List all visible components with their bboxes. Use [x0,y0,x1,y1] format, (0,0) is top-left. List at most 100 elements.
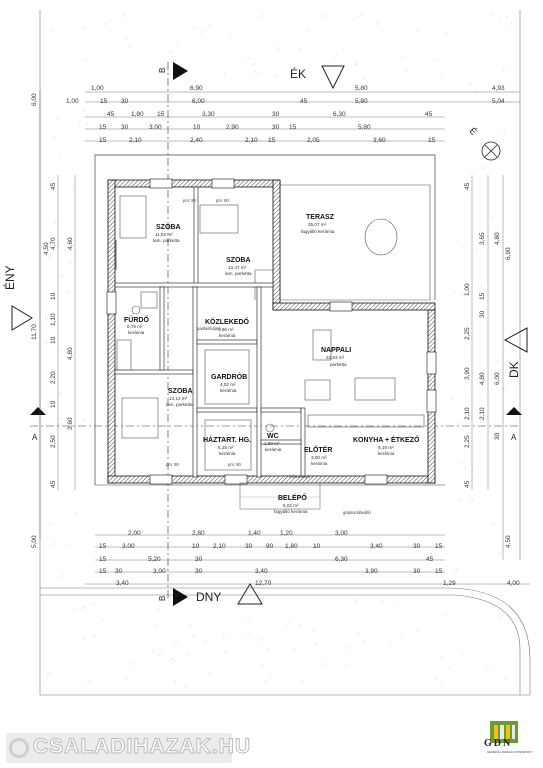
room-label-szoba-1: SZOBA 11,82 m² lam. parketta [153,224,181,243]
svg-text:WC: WC [267,433,279,440]
svg-text:4,80: 4,80 [67,347,74,360]
svg-text:1,80: 1,80 [285,543,298,550]
svg-text:fagyálló kerámia: fagyálló kerámia [301,229,335,234]
svg-text:15: 15 [268,137,276,144]
svg-text:6,76 m²: 6,76 m² [127,324,143,329]
dimension-lines-left [39,90,76,540]
svg-text:kerámia: kerámia [311,461,328,466]
svg-text:3,40: 3,40 [255,568,268,575]
svg-text:2,10: 2,10 [213,543,226,550]
room-label-haztart: HÁZTART. HG. 5,25 m² kerámia [203,435,251,456]
svg-text:2,10: 2,10 [245,137,258,144]
dimension-labels-right: 6,90 4,50 3,65 4,80 4,80 6,00 2,25 3,90 … [464,182,512,548]
svg-text:kerámia: kerámia [265,447,282,452]
svg-text:13,47 m²: 13,47 m² [228,265,247,270]
svg-text:45: 45 [50,480,57,488]
svg-text:5,20: 5,20 [148,556,161,563]
svg-text:15: 15 [99,124,107,131]
svg-text:5,00: 5,00 [31,535,38,548]
svg-text:kerámia: kerámia [219,333,236,338]
svg-text:15: 15 [99,137,107,144]
svg-text:3,40: 3,40 [370,543,383,550]
svg-text:5,80: 5,80 [355,85,368,92]
svg-text:pm: 90: pm: 90 [216,198,229,203]
svg-text:3,00: 3,00 [153,568,166,575]
svg-text:5,02 m²: 5,02 m² [283,503,299,508]
svg-text:lam. parketta: lam. parketta [153,238,180,243]
svg-text:30: 30 [494,432,501,440]
svg-text:2,10: 2,10 [464,407,471,420]
room-label-furdo: FÜRDŐ 6,76 m² kerámia [124,315,149,335]
windows [106,178,437,485]
svg-text:2,05: 2,05 [307,137,320,144]
svg-text:30: 30 [272,124,280,131]
svg-text:10: 10 [50,400,57,408]
svg-text:15: 15 [289,124,297,131]
dimension-labels-bottom: 2,00 2,80 1,40 1,20 3,00 15 3,00 10 2,10… [99,530,520,587]
svg-text:4,50: 4,50 [43,242,50,255]
entrance [239,482,321,510]
svg-text:3,00: 3,00 [149,124,162,131]
svg-text:HÁZTART. HG.: HÁZTART. HG. [203,435,251,444]
compass-west-marker: ÉNY [2,265,33,331]
dimension-labels-top: 1,00 6,90 5,80 4,93 1,00 15 30 6,00 45 5… [66,85,505,144]
section-b-bottom: B [158,588,188,606]
svg-text:4,50: 4,50 [505,535,512,548]
svg-text:kerámia: kerámia [219,451,236,456]
svg-text:6,30: 6,30 [335,556,348,563]
svg-text:lam. parketta: lam. parketta [225,271,252,276]
roof-outline [94,154,445,486]
dimension-lines-bottom [85,534,530,585]
svg-text:30: 30 [195,556,203,563]
svg-text:11,70: 11,70 [31,324,38,340]
svg-text:2,10: 2,10 [129,137,142,144]
svg-text:30: 30 [121,98,129,105]
svg-text:6,00: 6,00 [31,93,38,106]
svg-text:6,30: 6,30 [333,111,346,118]
room-label-kozlekedo: KÖZLEKEDŐ 3,96 m² kerámia [205,317,250,338]
svg-text:30: 30 [195,568,203,575]
site-logo-icon [9,738,29,758]
svg-text:DNY: DNY [196,590,221,604]
svg-text:A: A [511,433,517,442]
svg-text:11,82 m²: 11,82 m² [155,232,173,237]
svg-text:30: 30 [121,124,129,131]
svg-text:1,40: 1,40 [248,530,261,537]
svg-text:2,25: 2,25 [464,327,471,340]
svg-text:1,00: 1,00 [464,283,471,296]
svg-text:1,20: 1,20 [280,530,293,537]
svg-text:FÜRDŐ: FÜRDŐ [124,315,149,324]
site-logo-text: CSALADIHAZAK.HU [33,735,251,759]
gdn-logo-text: GDN [484,738,513,749]
room-label-eloter: ELŐTÉR 3,00 m² kerámia [304,445,332,466]
svg-text:3,60: 3,60 [373,137,386,144]
svg-text:10: 10 [192,543,200,550]
svg-text:A: A [32,433,38,442]
svg-text:BELÉPŐ: BELÉPŐ [278,493,307,502]
svg-text:6,00: 6,00 [192,98,205,105]
svg-text:DK: DK [507,361,521,378]
svg-text:45: 45 [107,111,115,118]
svg-text:5,80: 5,80 [358,124,371,131]
svg-text:45: 45 [300,98,308,105]
svg-text:SZOBA: SZOBA [226,257,251,264]
svg-text:5,04: 5,04 [492,98,505,105]
svg-text:15: 15 [157,111,165,118]
svg-text:3,65: 3,65 [479,232,486,245]
room-label-nappali: NAPPALI 22,53 m² parketta [321,347,351,367]
svg-text:15: 15 [99,568,107,575]
svg-text:45: 45 [50,182,57,190]
section-b-top: B [158,62,188,600]
svg-text:4,00: 4,00 [507,580,520,587]
svg-text:1,80 m²: 1,80 m² [264,441,280,446]
svg-text:15: 15 [100,98,108,105]
svg-text:6,90: 6,90 [190,85,203,92]
svg-text:NAPPALI: NAPPALI [321,347,351,354]
svg-text:4,80: 4,80 [479,372,486,385]
dimension-lines-top [85,91,520,142]
furniture [116,195,425,471]
room-label-terasz: TERASZ 25,07 m² fagyálló kerámia [301,214,335,234]
svg-text:45: 45 [426,556,434,563]
svg-text:30: 30 [272,111,280,118]
svg-text:3,30: 3,30 [202,111,215,118]
